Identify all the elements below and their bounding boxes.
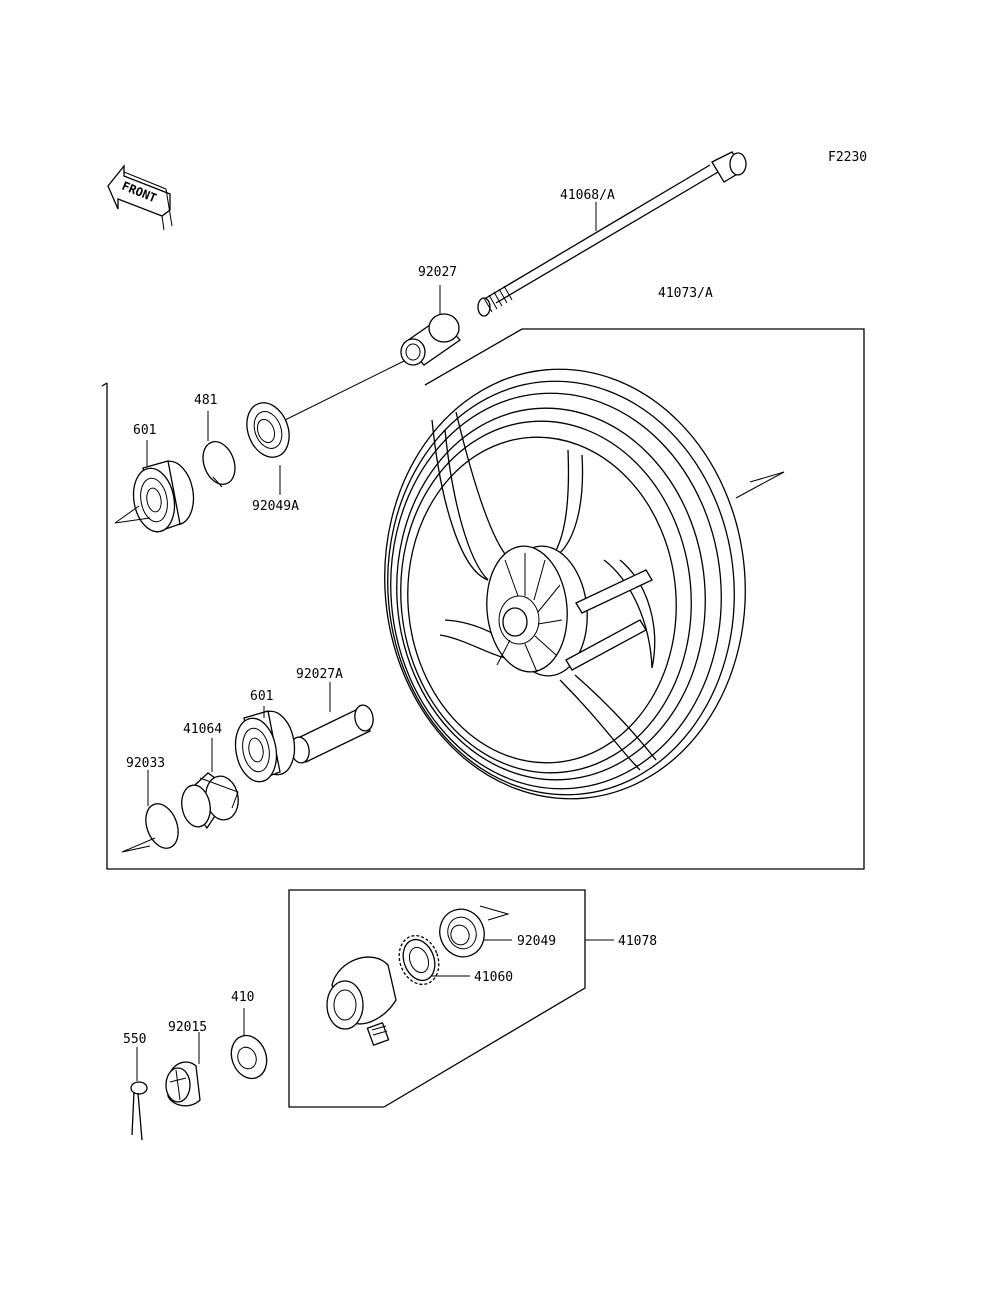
seal-92049a xyxy=(246,402,290,495)
cotter-pin-part-number: 550 xyxy=(123,1032,146,1047)
front-axle xyxy=(477,151,747,317)
bearing-601-top xyxy=(114,440,195,533)
gearbox-assembly-frame xyxy=(288,889,586,1108)
washer-part-number: 410 xyxy=(231,990,254,1005)
wheel-assembly-part-number: 41073/A xyxy=(658,286,713,301)
collar-mid-part-number: 92027A xyxy=(296,667,343,682)
collar-92027 xyxy=(400,285,461,366)
castle-nut-92015 xyxy=(165,1032,201,1107)
seal-bottom-part-number: 92049 xyxy=(517,934,556,949)
coupling-part-number: 41064 xyxy=(183,722,222,737)
wheel-assembly-frame xyxy=(106,328,865,870)
coupling-41064 xyxy=(181,738,239,830)
nut-part-number: 92015 xyxy=(168,1020,207,1035)
circlip-top-part-number: 481 xyxy=(194,393,217,408)
cotter-pin-550 xyxy=(130,1047,148,1141)
gearbox-assembly-part-number: 41078 xyxy=(618,934,657,949)
front-direction-arrow-icon: FRONT xyxy=(107,164,173,231)
seal-top-part-number: 92049A xyxy=(252,499,299,514)
gear-41060 xyxy=(398,934,470,986)
circlip-92033 xyxy=(121,770,179,853)
figure-code: F2230 xyxy=(828,150,867,165)
gear-part-number: 41060 xyxy=(474,970,513,985)
gearbox-housing xyxy=(326,956,397,1047)
bearing-601-mid xyxy=(234,706,296,783)
axle-part-number: 41068/A xyxy=(560,188,615,203)
collar-92027a xyxy=(290,682,374,764)
bearing-mid-part-number: 601 xyxy=(250,689,273,704)
wheel xyxy=(384,368,785,800)
circlip-481 xyxy=(202,411,236,488)
bearing-top-part-number: 601 xyxy=(133,423,156,438)
seal-92049 xyxy=(439,905,512,958)
washer-410 xyxy=(230,1008,268,1080)
collar-part-number: 92027 xyxy=(418,265,457,280)
circlip-92033-part-number: 92033 xyxy=(126,756,165,771)
